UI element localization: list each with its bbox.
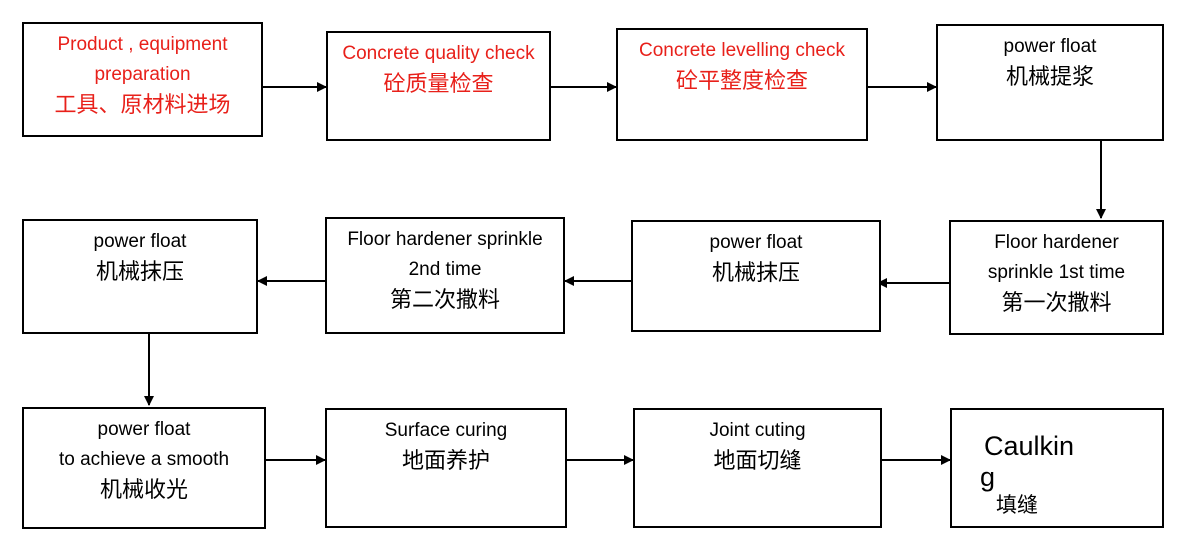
step-label-en: power float <box>709 232 803 253</box>
step-label-en: power float <box>93 231 187 252</box>
step-label-cn: 工具、原材料进场 <box>54 92 231 117</box>
step-label-en: Floor hardener sprinkle <box>347 229 543 250</box>
step-label-en: Product , equipment <box>57 34 228 55</box>
step-label-cn: 砼平整度检查 <box>675 68 808 93</box>
step-caulking: Caulkin g 填缝 <box>950 408 1164 528</box>
step-concrete-quality-check: Concrete quality check 砼质量检查 <box>326 31 551 141</box>
step-label-cn: 填缝 <box>996 493 1038 517</box>
step-surface-curing: Surface curing 地面养护 <box>325 408 567 528</box>
step-label-en: Surface curing <box>384 420 508 441</box>
step-product-equipment-preparation: Product , equipment preparation 工具、原材料进场 <box>22 22 263 137</box>
step-label-cn: 第一次撒料 <box>1001 290 1112 315</box>
step-power-float-3: power float 机械抹压 <box>22 219 258 334</box>
step-label-en: Caulkin <box>984 431 1075 461</box>
step-power-float-smooth: power float to achieve a smooth 机械收光 <box>22 407 266 529</box>
step-label-en: Concrete levelling check <box>639 40 845 61</box>
step-label-cn: 第二次撒料 <box>389 287 500 312</box>
step-label-en: power float <box>97 419 191 440</box>
step-power-float-2: power float 机械抹压 <box>631 220 881 332</box>
step-label-en: Concrete quality check <box>342 43 535 64</box>
step-label-cn: 机械收光 <box>99 477 188 502</box>
step-floor-hardener-sprinkle-2: Floor hardener sprinkle 2nd time 第二次撒料 <box>325 217 565 334</box>
step-label-en: Joint cuting <box>709 420 806 441</box>
step-label-en-2: 2nd time <box>408 259 482 280</box>
step-label-en-2: to achieve a smooth <box>58 449 230 470</box>
step-label-en-2: sprinkle 1st time <box>987 262 1126 283</box>
step-label-en-2: preparation <box>94 64 191 85</box>
step-label-en-2: g <box>980 462 996 492</box>
step-concrete-levelling-check: Concrete levelling check 砼平整度检查 <box>616 28 868 141</box>
step-floor-hardener-sprinkle-1: Floor hardener sprinkle 1st time 第一次撒料 <box>949 220 1164 335</box>
step-power-float-1: power float 机械提浆 <box>936 24 1164 141</box>
step-label-cn: 砼质量检查 <box>383 71 494 96</box>
step-label-cn: 机械抹压 <box>95 259 184 284</box>
step-label-cn: 地面养护 <box>401 448 490 473</box>
step-label-cn: 地面切缝 <box>713 448 802 473</box>
step-label-en: Floor hardener <box>994 232 1119 253</box>
step-joint-cuting: Joint cuting 地面切缝 <box>633 408 882 528</box>
step-label-en: power float <box>1003 36 1097 57</box>
step-label-cn: 机械提浆 <box>1005 64 1094 89</box>
step-label-cn: 机械抹压 <box>711 260 800 285</box>
